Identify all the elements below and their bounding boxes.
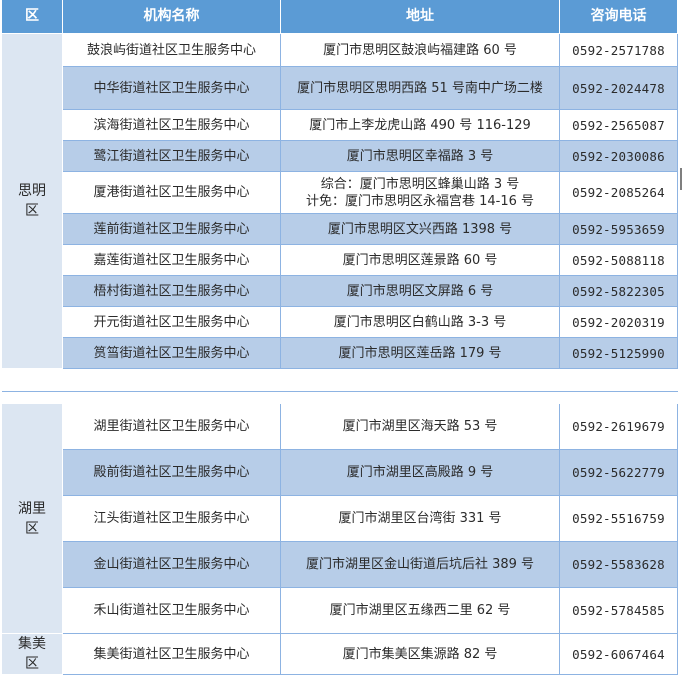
consult-phone: 0592-5953659 (560, 214, 678, 245)
district-label-line: 区 (25, 656, 39, 672)
institution-address: 厦门市湖里区高殿路 9 号 (281, 450, 560, 496)
consult-phone: 0592-5583628 (560, 542, 678, 588)
header-district: 区 (2, 0, 63, 34)
district-label-line: 区 (25, 520, 39, 537)
consult-phone: 0592-2020319 (560, 307, 678, 338)
institution-address: 厦门市湖里区金山街道后坑后社 389 号 (281, 542, 560, 588)
district-label-line: 湖里 (18, 500, 46, 517)
consult-phone: 0592-5125990 (560, 338, 678, 369)
institution-address: 综合：厦门市思明区蜂巢山路 3 号 计免：厦门市思明区永福宫巷 14-16 号 (281, 172, 560, 214)
header-phone: 咨询电话 (560, 0, 678, 34)
consult-phone: 0592-5784585 (560, 588, 678, 634)
consult-phone: 0592-2024478 (560, 67, 678, 110)
institution-name: 江头街道社区卫生服务中心 (63, 496, 281, 542)
consult-phone: 0592-5622779 (560, 450, 678, 496)
district-cell: 湖里区 (2, 404, 63, 634)
district-label-line: 集美 (18, 636, 46, 652)
consult-phone: 0592-5822305 (560, 276, 678, 307)
institution-address: 厦门市思明区莲岳路 179 号 (281, 338, 560, 369)
consult-phone: 0592-2619679 (560, 404, 678, 450)
institution-name: 开元街道社区卫生服务中心 (63, 307, 281, 338)
district-label-line: 区 (25, 203, 39, 219)
consult-phone: 0592-2565087 (560, 110, 678, 141)
institution-address: 厦门市思明区白鹤山路 3-3 号 (281, 307, 560, 338)
institution-name: 禾山街道社区卫生服务中心 (63, 588, 281, 634)
institution-name: 嘉莲街道社区卫生服务中心 (63, 245, 281, 276)
district-cell: 集美区 (2, 634, 63, 675)
institution-name: 莲前街道社区卫生服务中心 (63, 214, 281, 245)
consult-phone: 0592-2571788 (560, 34, 678, 67)
header-name: 机构名称 (63, 0, 281, 34)
institution-name: 殿前街道社区卫生服务中心 (63, 450, 281, 496)
institution-name: 滨海街道社区卫生服务中心 (63, 110, 281, 141)
institution-name: 湖里街道社区卫生服务中心 (63, 404, 281, 450)
institution-address: 厦门市思明区鼓浪屿福建路 60 号 (281, 34, 560, 67)
institution-name: 厦港街道社区卫生服务中心 (63, 172, 281, 214)
table-row: 厦港街道社区卫生服务中心综合：厦门市思明区蜂巢山路 3 号 计免：厦门市思明区永… (2, 172, 678, 214)
clinic-table-siming: 区 机构名称 地址 咨询电话 思明区鼓浪屿街道社区卫生服务中心厦门市思明区鼓浪屿… (2, 0, 678, 369)
consult-phone: 0592-2030086 (560, 141, 678, 172)
institution-address: 厦门市湖里区海天路 53 号 (281, 404, 560, 450)
institution-name: 梧村街道社区卫生服务中心 (63, 276, 281, 307)
district-cell: 思明区 (2, 34, 63, 369)
table-header-row: 区 机构名称 地址 咨询电话 (2, 0, 678, 34)
section-gap (2, 391, 678, 405)
institution-name: 金山街道社区卫生服务中心 (63, 542, 281, 588)
institution-address: 厦门市集美区集源路 82 号 (281, 634, 560, 675)
page-edge-marker (680, 168, 682, 190)
institution-address: 厦门市思明区文屏路 6 号 (281, 276, 560, 307)
institution-address: 厦门市湖里区台湾街 331 号 (281, 496, 560, 542)
institution-address: 厦门市思明区文兴西路 1398 号 (281, 214, 560, 245)
consult-phone: 0592-5516759 (560, 496, 678, 542)
institution-name: 中华街道社区卫生服务中心 (63, 67, 281, 110)
institution-name: 筼筜街道社区卫生服务中心 (63, 338, 281, 369)
consult-phone: 0592-2085264 (560, 172, 678, 214)
institution-address: 厦门市思明区思明西路 51 号南中广场二楼 (281, 67, 560, 110)
institution-name: 鹭江街道社区卫生服务中心 (63, 141, 281, 172)
institution-address: 厦门市思明区幸福路 3 号 (281, 141, 560, 172)
header-address: 地址 (281, 0, 560, 34)
institution-name: 集美街道社区卫生服务中心 (63, 634, 281, 675)
consult-phone: 0592-5088118 (560, 245, 678, 276)
district-label-line: 思明 (18, 183, 46, 199)
consult-phone: 0592-6067464 (560, 634, 678, 675)
institution-address: 厦门市思明区莲景路 60 号 (281, 245, 560, 276)
institution-address: 厦门市湖里区五缘西二里 62 号 (281, 588, 560, 634)
institution-name: 鼓浪屿街道社区卫生服务中心 (63, 34, 281, 67)
institution-address: 厦门市上李龙虎山路 490 号 116-129 (281, 110, 560, 141)
